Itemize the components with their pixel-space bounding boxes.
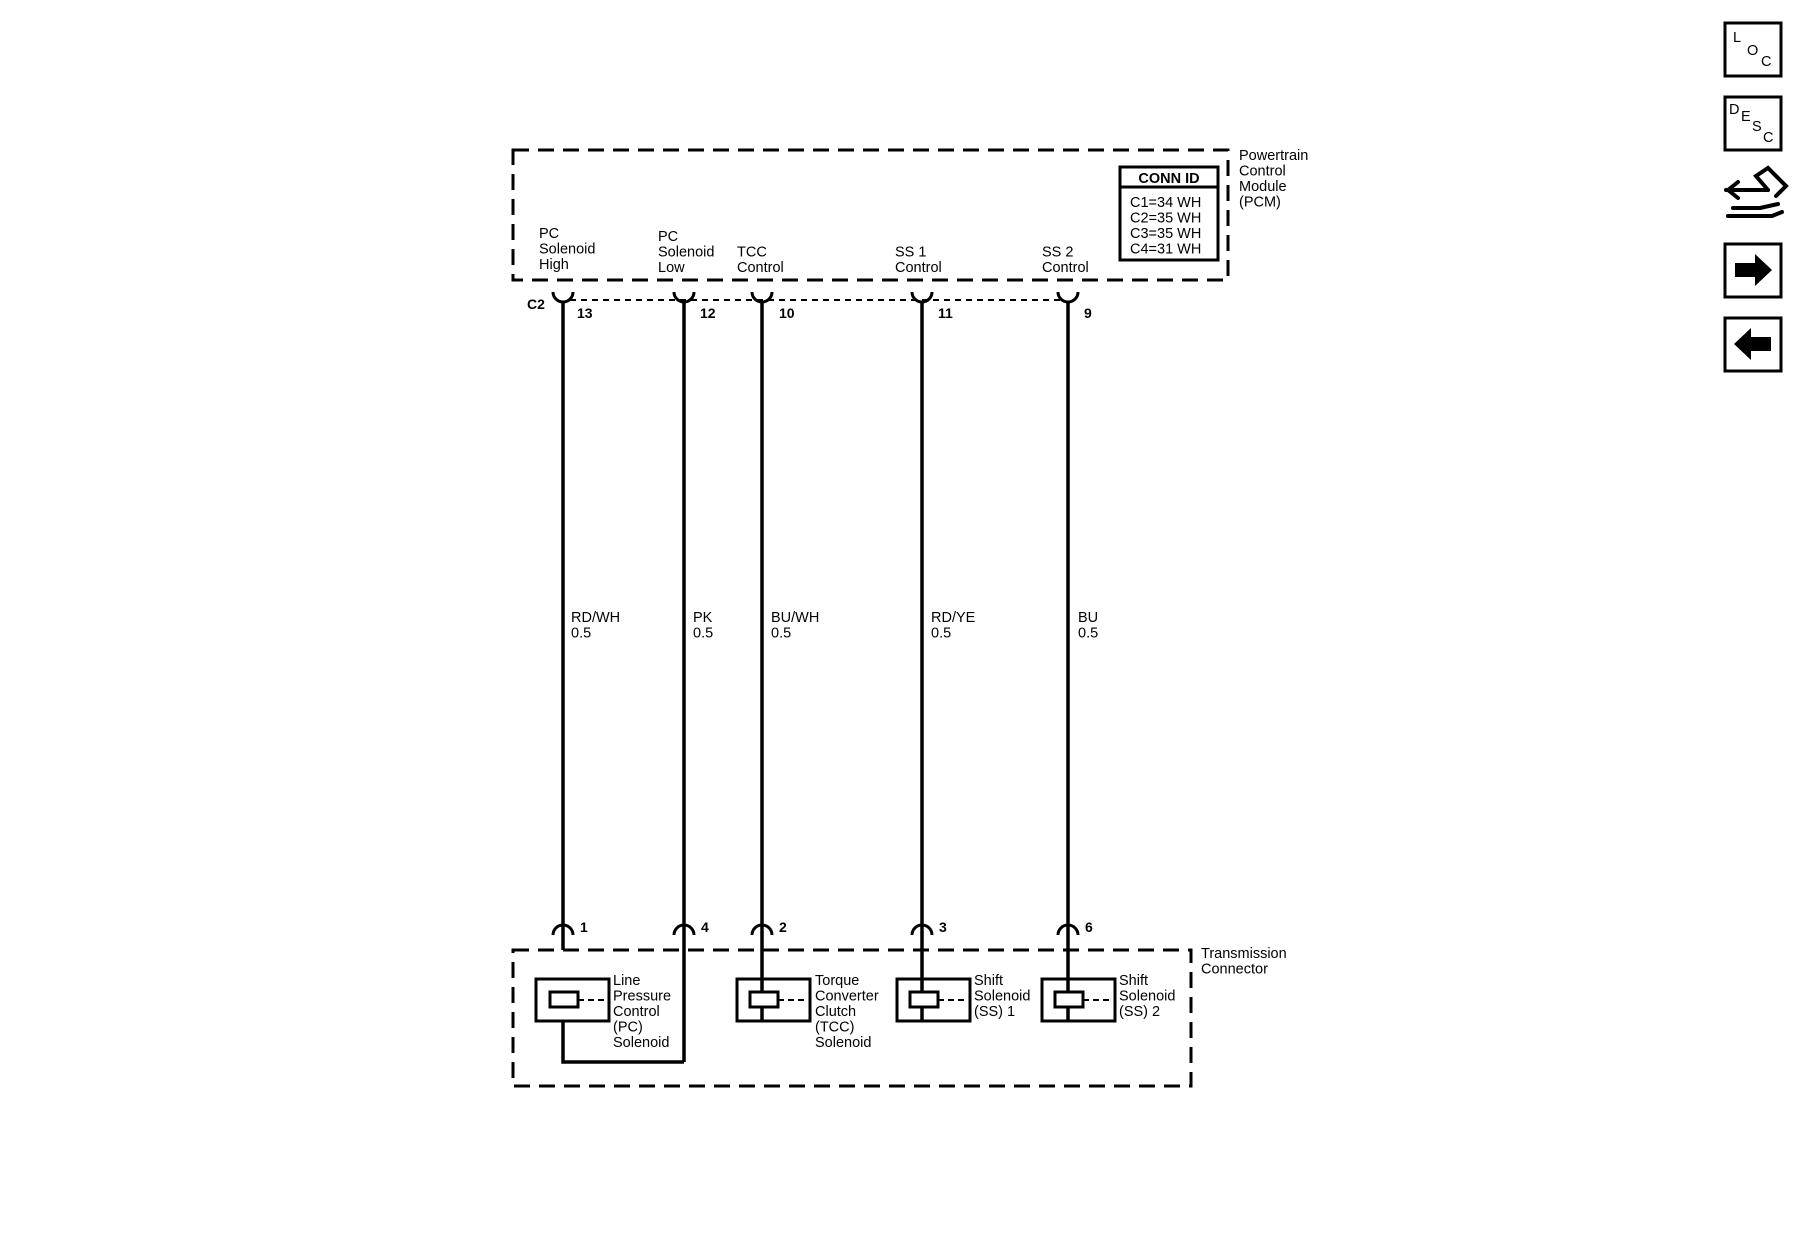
- loc-letter: C: [1761, 54, 1771, 70]
- arrow-left-icon: [1734, 328, 1771, 360]
- trans-terminal: [750, 923, 774, 936]
- ss2-solenoid: [1040, 977, 1117, 1023]
- pcm-terminal: [910, 291, 934, 304]
- connector-label: C2: [527, 296, 545, 312]
- conn-id-row: C3=35 WH: [1130, 226, 1201, 242]
- ss1-solenoid: [895, 977, 972, 1023]
- pcm-terminal: [750, 291, 774, 304]
- trans-terminal: [551, 923, 575, 936]
- trans-pin: 2: [779, 919, 787, 935]
- tcc-solenoid: [735, 977, 812, 1023]
- pcm-pin: 13: [577, 305, 593, 321]
- pcm-terminals: [551, 291, 1080, 304]
- transmission-outline: [511, 948, 1193, 1088]
- loc-letter: O: [1747, 43, 1758, 59]
- trans-pin: 4: [701, 919, 709, 935]
- pcm-pin: 10: [779, 305, 795, 321]
- next-button[interactable]: [1723, 242, 1783, 299]
- desc-icon: [1723, 95, 1783, 152]
- component-label: Line Pressure Control (PC) Solenoid: [613, 973, 675, 1051]
- wires: [561, 302, 1070, 1064]
- conn-id-title: CONN ID: [1138, 171, 1199, 187]
- solenoids: [534, 977, 1117, 1023]
- conn-id-row: C4=31 WH: [1130, 242, 1201, 258]
- loc-button[interactable]: L O C: [1723, 21, 1783, 78]
- arrow-right-icon: [1735, 254, 1772, 286]
- pcm-terminal: [1056, 291, 1080, 304]
- pcm-outline: [511, 148, 1230, 282]
- wire-label: BU/WH 0.5: [771, 610, 823, 642]
- conn-id-row: C1=34 WH: [1130, 195, 1201, 211]
- nav-toolbar: L O C D E S C: [1723, 21, 1789, 373]
- pcm-terminal: [672, 291, 696, 304]
- pcm-terminal-label: SS 2 Control: [1042, 245, 1089, 277]
- trans-pin-numbers: 1 4 2 3 6: [580, 919, 1093, 935]
- pcm-terminal: [551, 291, 575, 304]
- wire-label: PK 0.5: [693, 610, 716, 642]
- wire-labels: RD/WH 0.5 PK 0.5 BU/WH 0.5 RD/YE 0.5 BU …: [571, 610, 1102, 642]
- pcm-pin: 12: [700, 305, 716, 321]
- wire-label: RD/WH 0.5: [571, 610, 624, 642]
- pcm-pin: 9: [1084, 305, 1092, 321]
- trans-pin: 3: [939, 919, 947, 935]
- trans-pin: 1: [580, 919, 588, 935]
- wire-label: RD/YE 0.5: [931, 610, 979, 642]
- component-labels: Line Pressure Control (PC) Solenoid Torq…: [613, 973, 1179, 1051]
- wire-label: BU 0.5: [1078, 610, 1102, 642]
- pcm-module: Powertrain Control Module (PCM) CONN ID …: [511, 148, 1312, 282]
- transmission-name: Transmission Connector: [1201, 946, 1291, 978]
- pc-solenoid: [534, 977, 611, 1023]
- wiring-harness-icon: [1724, 165, 1789, 218]
- desc-letter: C: [1763, 130, 1773, 146]
- desc-letter: S: [1752, 119, 1762, 135]
- wiring-harness-button[interactable]: [1724, 165, 1789, 218]
- transmission-terminals: [551, 923, 1080, 936]
- component-label: Shift Solenoid (SS) 2: [1119, 973, 1179, 1020]
- pcm-terminal-label: SS 1 Control: [895, 245, 942, 277]
- desc-letter: D: [1729, 102, 1739, 118]
- desc-button[interactable]: D E S C: [1723, 95, 1783, 152]
- pcm-terminal-label: PC Solenoid Low: [658, 229, 718, 276]
- loc-icon: [1723, 21, 1783, 78]
- pc-solenoid-loop: [561, 1020, 684, 1064]
- loc-letter: L: [1733, 30, 1741, 46]
- desc-letter: E: [1741, 109, 1751, 125]
- previous-button[interactable]: [1723, 316, 1783, 373]
- pcm-terminal-label: TCC Control: [737, 245, 784, 277]
- component-label: Shift Solenoid (SS) 1: [974, 973, 1034, 1020]
- conn-id-table: CONN ID C1=34 WH C2=35 WH C3=35 WH C4=31…: [1118, 165, 1220, 262]
- trans-terminal: [672, 923, 696, 936]
- pcm-terminal-label: PC Solenoid High: [539, 226, 599, 273]
- trans-terminal: [910, 923, 934, 936]
- conn-id-row: C2=35 WH: [1130, 211, 1201, 227]
- pcm-pin: 11: [938, 305, 953, 321]
- pcm-name: Powertrain Control Module (PCM): [1239, 148, 1312, 211]
- transmission-connector: Transmission Connector: [511, 946, 1291, 1088]
- component-label: Torque Converter Clutch (TCC) Solenoid: [815, 973, 883, 1051]
- trans-terminal: [1056, 923, 1080, 936]
- trans-pin: 6: [1085, 919, 1093, 935]
- pcm-pin-numbers: 13 12 10 11 9: [577, 305, 1092, 321]
- pcm-connector-c2: C2: [527, 296, 1060, 312]
